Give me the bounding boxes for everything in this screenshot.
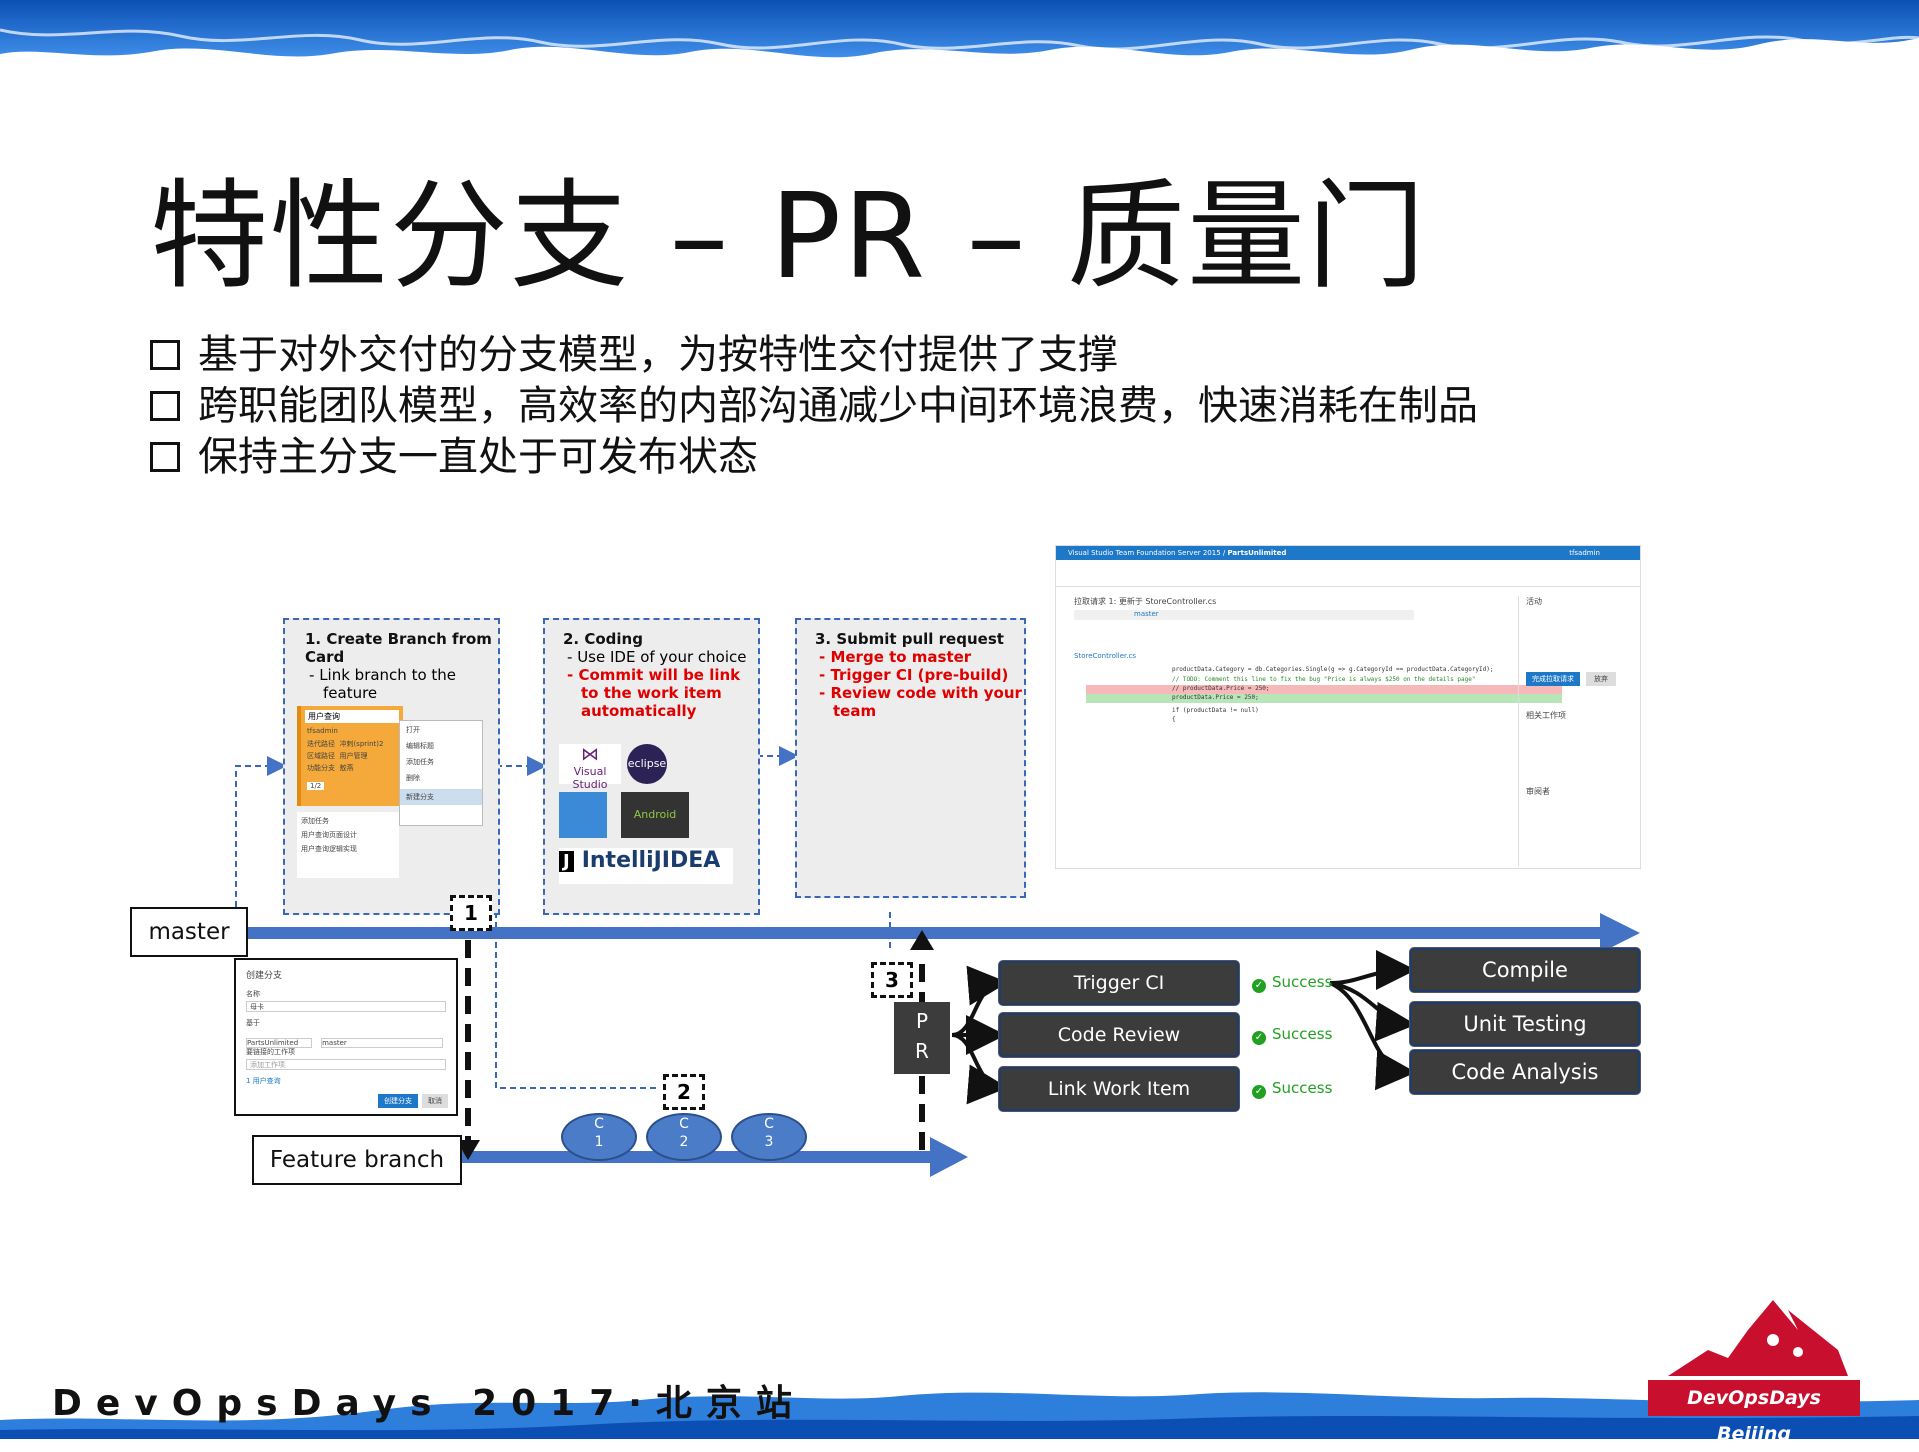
task-list: 添加任务 用户查询页面设计 用户查询逻辑实现 bbox=[297, 812, 399, 878]
step3-red-item: Trigger CI (pre-build) bbox=[830, 666, 1024, 684]
checkbox-icon bbox=[150, 340, 180, 370]
bullet-item: 跨职能团队模型，高效率的内部沟通减少中间环境浪费，快速消耗在制品 bbox=[150, 373, 1478, 431]
task-item[interactable]: 用户查询逻辑实现 bbox=[301, 845, 357, 853]
check-icon: ✓ bbox=[1252, 979, 1266, 993]
success-status: ✓Success bbox=[1252, 1025, 1332, 1045]
reviewers-heading: 审阅者 bbox=[1526, 787, 1550, 796]
code-analysis-box: Code Analysis bbox=[1410, 1050, 1640, 1094]
activity-heading: 活动 bbox=[1526, 597, 1542, 606]
file-link[interactable]: StoreController.cs bbox=[1074, 652, 1137, 660]
add-task-link[interactable]: 添加任务 bbox=[301, 817, 329, 825]
create-branch-button[interactable]: 创建分支 bbox=[378, 1094, 418, 1108]
kanban-card[interactable]: 用户查询 tfsadmin 迭代路径 冲刺(sprint)2 区域路径 用户管理… bbox=[297, 706, 403, 806]
task-item[interactable]: 用户查询页面设计 bbox=[301, 831, 357, 839]
related-work-items-heading: 相关工作项 bbox=[1526, 711, 1566, 720]
visual-studio-logo: ⋈Visual Studio bbox=[559, 744, 621, 791]
menu-item-edit-title[interactable]: 编辑标题 bbox=[406, 742, 434, 750]
branch-name-input[interactable]: 母卡 bbox=[246, 1001, 446, 1012]
menu-item-delete[interactable]: 删除 bbox=[406, 774, 420, 782]
step1-title: 1. Create Branch from Card bbox=[305, 630, 492, 666]
top-wave-banner bbox=[0, 0, 1919, 58]
unit-testing-box: Unit Testing bbox=[1410, 1002, 1640, 1046]
abandon-button[interactable]: 放弃 bbox=[1586, 672, 1616, 686]
step2-red-item: Commit will be link to the work item aut… bbox=[578, 666, 758, 720]
step1-card: 1. Create Branch from Card Link branch t… bbox=[283, 618, 500, 915]
compile-box: Compile bbox=[1410, 948, 1640, 992]
step2-title: 2. Coding bbox=[563, 630, 643, 648]
check-icon: ✓ bbox=[1252, 1085, 1266, 1099]
step2-card: 2. Coding Use IDE of your choice Commit … bbox=[543, 618, 760, 915]
page-title: 特性分支 – PR – 质量门 bbox=[150, 167, 1428, 305]
cancel-button[interactable]: 取消 bbox=[422, 1094, 448, 1108]
bottom-wave-banner bbox=[0, 1392, 1919, 1439]
step3-title: 3. Submit pull request bbox=[815, 630, 1004, 648]
pr-title: 拉取请求 1: 更新于 StoreController.cs bbox=[1074, 597, 1217, 606]
checkbox-icon bbox=[150, 391, 180, 421]
step-number-1: 1 bbox=[450, 895, 492, 931]
complete-pr-button[interactable]: 完成拉取请求 bbox=[1526, 672, 1580, 686]
step3-red-item: Review code with your team bbox=[830, 684, 1024, 720]
temple-icon bbox=[1668, 1300, 1848, 1376]
menu-item-open[interactable]: 打开 bbox=[406, 726, 420, 734]
checkbox-icon bbox=[150, 442, 180, 472]
tfs-header-bar: Visual Studio Team Foundation Server 201… bbox=[1056, 546, 1640, 560]
code-diff: productData.Category = db.Categories.Sin… bbox=[1086, 666, 1562, 746]
bullet-item: 基于对外交付的分支模型，为按特性交付提供了支撑 bbox=[150, 322, 1118, 380]
step3-card: 3. Submit pull request Merge to master T… bbox=[795, 618, 1026, 898]
menu-item-new-branch[interactable]: 新建分支 bbox=[400, 789, 482, 805]
kanban-card-user: tfsadmin bbox=[307, 727, 338, 735]
master-branch-label: master bbox=[130, 907, 248, 957]
step1-item: Link branch to the feature bbox=[319, 666, 498, 702]
step-number-3: 3 bbox=[871, 962, 913, 998]
link-work-item-box: Link Work Item bbox=[999, 1067, 1239, 1111]
feature-branch-label: Feature branch bbox=[252, 1135, 462, 1185]
devopsdays-beijing-logo: DevOpsDays Beijing bbox=[1648, 1290, 1860, 1445]
dialog-title: 创建分支 bbox=[246, 971, 283, 981]
step3-red-item: Merge to master bbox=[830, 648, 1024, 666]
code-review-box: Code Review bbox=[999, 1013, 1239, 1057]
tfs-pull-request-screenshot: Visual Studio Team Foundation Server 201… bbox=[1055, 545, 1641, 869]
xcode-logo bbox=[559, 792, 607, 838]
create-branch-dialog: 创建分支 名称 母卡 基于 PartsUnlimited master 要链接的… bbox=[234, 958, 458, 1116]
base-branch-select[interactable]: master bbox=[321, 1038, 444, 1048]
dashed-link-left bbox=[235, 756, 287, 907]
logo-text: DevOpsDays Beijing bbox=[1648, 1380, 1860, 1445]
trigger-ci-box: Trigger CI bbox=[999, 961, 1239, 1005]
bullet-item: 保持主分支一直处于可发布状态 bbox=[150, 424, 758, 482]
step2-item: Use IDE of your choice bbox=[577, 648, 758, 666]
eclipse-logo: eclipse bbox=[627, 744, 667, 784]
menu-item-add-task[interactable]: 添加任务 bbox=[406, 758, 434, 766]
pr-branch-bar: master bbox=[1074, 610, 1414, 620]
success-status: ✓Success bbox=[1252, 973, 1332, 993]
footer-event-name: DevOpsDays 2017·北京站 bbox=[52, 1383, 806, 1424]
step-number-2: 2 bbox=[663, 1074, 705, 1110]
kanban-card-counter: 1/2 bbox=[307, 782, 325, 790]
success-status: ✓Success bbox=[1252, 1079, 1332, 1099]
check-icon: ✓ bbox=[1252, 1031, 1266, 1045]
dashed-link-2-commit bbox=[495, 912, 660, 1089]
context-menu: 打开 编辑标题 添加任务 删除 新建分支 bbox=[399, 720, 483, 826]
android-studio-logo: Android Studio bbox=[621, 792, 689, 867]
workitem-input[interactable]: 添加工作项 bbox=[246, 1059, 446, 1070]
kanban-card-title: 用户查询 bbox=[305, 710, 399, 723]
linked-workitem[interactable]: 1 用户查询 bbox=[246, 1077, 281, 1085]
